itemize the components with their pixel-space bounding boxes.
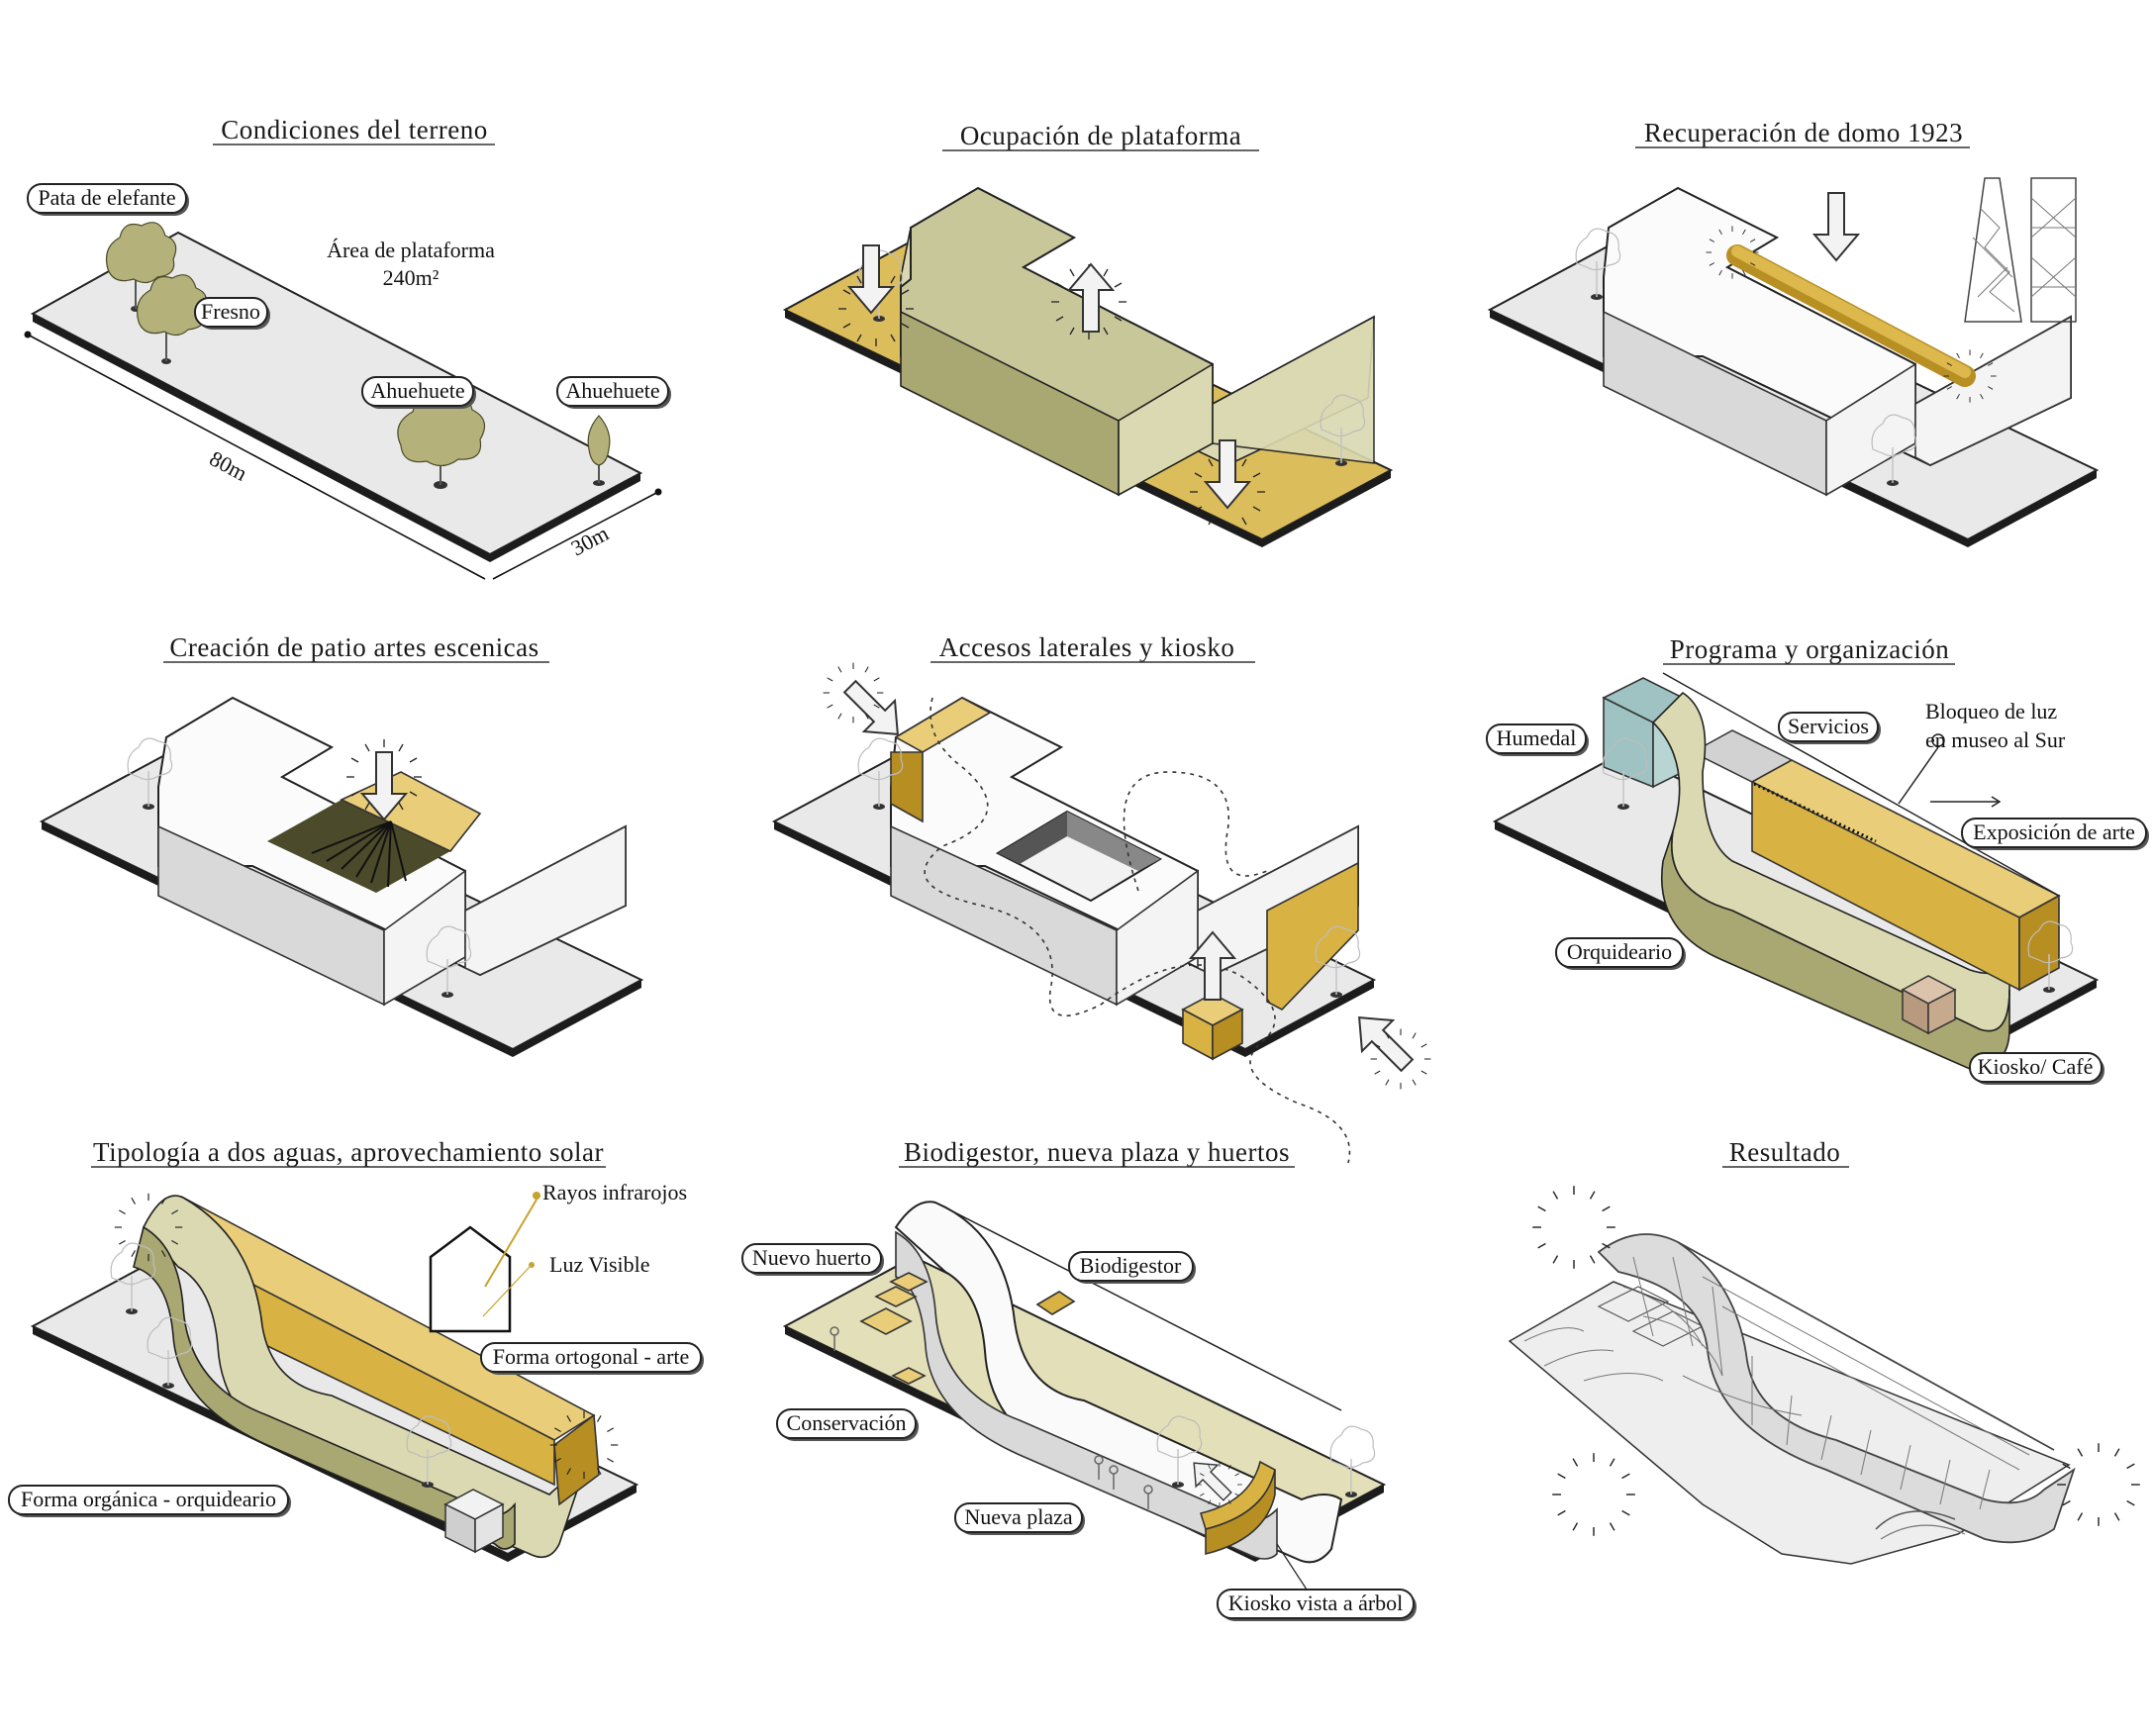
light-block-label: en museo al Sur: [1925, 727, 2066, 752]
label-tag: Forma orgánica - orquideario: [8, 1485, 291, 1517]
dimension-width-label: 30m: [567, 521, 613, 560]
label-tag: Biodigestor: [1068, 1251, 1196, 1284]
panel-title: Programa y organización: [1670, 634, 1949, 664]
label-tag: Kiosko/ Café: [1969, 1052, 2104, 1085]
label-tag: Ahuehuete: [361, 376, 476, 409]
label-tag: Kiosko vista a árbol: [1217, 1589, 1417, 1621]
svg-text:Kiosko/ Café: Kiosko/ Café: [1978, 1054, 2094, 1079]
roof-canopy: [1597, 1233, 2076, 1544]
svg-text:Forma orgánica - orquideario: Forma orgánica - orquideario: [21, 1487, 276, 1511]
svg-text:Ahuehuete: Ahuehuete: [565, 378, 659, 403]
house-section-icon: [429, 1225, 512, 1333]
infrared-label: Rayos infrarojos: [542, 1180, 687, 1205]
svg-text:Servicios: Servicios: [1788, 714, 1869, 738]
arrow-down-icon: [1813, 192, 1859, 261]
label-tag: Servicios: [1778, 712, 1881, 744]
tree-icon: [587, 415, 611, 486]
panel-gable-typology: Tipología a dos aguas, aprovechamiento s…: [8, 1137, 704, 1562]
dimension-line-width: [492, 491, 659, 580]
label-tag: Pata de elefante: [27, 183, 189, 216]
panel-biodigestor: Biodigestor, nueva plaza y huertos: [741, 1137, 1417, 1621]
dome-elevation-sketch: [1964, 177, 2077, 323]
svg-text:Kiosko vista a árbol: Kiosko vista a árbol: [1228, 1591, 1404, 1615]
svg-text:Ahuehuete: Ahuehuete: [370, 378, 464, 403]
panel-title: Recuperación de domo 1923: [1644, 118, 1963, 147]
svg-text:Nueva plaza: Nueva plaza: [964, 1504, 1073, 1529]
svg-text:Exposición de arte: Exposición de arte: [1973, 820, 2135, 844]
svg-text:Forma ortogonal - arte: Forma ortogonal - arte: [493, 1344, 690, 1369]
panel-courtyard: Creación de patio artes escenicas: [39, 632, 644, 1057]
svg-text:Conservación: Conservación: [787, 1410, 907, 1435]
light-block-label: Bloqueo de luz: [1925, 699, 2057, 723]
panel-side-access: Accesos laterales y kiosko: [771, 632, 1431, 1164]
panel-title: Tipología a dos aguas, aprovechamiento s…: [93, 1137, 604, 1167]
label-tag: Humedal: [1486, 723, 1589, 756]
panel-title: Creación de patio artes escenicas: [169, 632, 538, 662]
panel-program: Programa y organización: [1486, 634, 2149, 1085]
label-tag: Nueva plaza: [954, 1502, 1085, 1535]
area-label: Área de plataforma: [327, 238, 495, 262]
svg-text:Orquideario: Orquideario: [1567, 939, 1672, 964]
svg-text:Humedal: Humedal: [1497, 725, 1577, 750]
courtyard-void: [267, 800, 450, 893]
label-tag: Ahuehuete: [556, 376, 671, 409]
dimension-length-label: 80m: [206, 445, 251, 485]
label-tag: Forma ortogonal - arte: [480, 1342, 704, 1375]
panel-result: Resultado: [1508, 1137, 2141, 1565]
label-tag: Nuevo huerto: [741, 1243, 884, 1276]
dimension-line-length: [27, 334, 486, 580]
building-mass: [894, 1201, 1343, 1564]
visible-light-label: Luz Visible: [549, 1252, 650, 1277]
svg-text:Nuevo huerto: Nuevo huerto: [752, 1245, 871, 1270]
label-tag: Fresno: [194, 297, 270, 330]
label-tag: Conservación: [776, 1408, 919, 1441]
svg-text:Fresno: Fresno: [201, 299, 260, 324]
kiosk-cube: [1181, 993, 1244, 1061]
panel-terrain: Condiciones del terreno 80m 30m Área de …: [24, 115, 671, 580]
garden-plots: [859, 1272, 929, 1385]
svg-text:Pata de elefante: Pata de elefante: [38, 185, 175, 210]
people-icon: [830, 1326, 1153, 1509]
panel-title: Accesos laterales y kiosko: [939, 632, 1235, 662]
area-value: 240m²: [383, 265, 440, 290]
kiosk-cube: [443, 1489, 505, 1554]
panel-title: Ocupación de plataforma: [960, 121, 1241, 150]
label-tag: Orquideario: [1555, 937, 1686, 970]
panel-title: Condiciones del terreno: [221, 115, 487, 145]
kiosk-cube: [1901, 975, 1957, 1035]
panel-title: Resultado: [1729, 1137, 1841, 1167]
panel-platform-occupation: Ocupación de plataforma: [782, 121, 1394, 547]
svg-text:Biodigestor: Biodigestor: [1080, 1253, 1182, 1278]
panel-title: Biodigestor, nueva plaza y huertos: [904, 1137, 1290, 1167]
label-tag: Exposición de arte: [1961, 818, 2149, 850]
panel-dome-recovery: Recuperación de domo 1923: [1487, 118, 2100, 547]
